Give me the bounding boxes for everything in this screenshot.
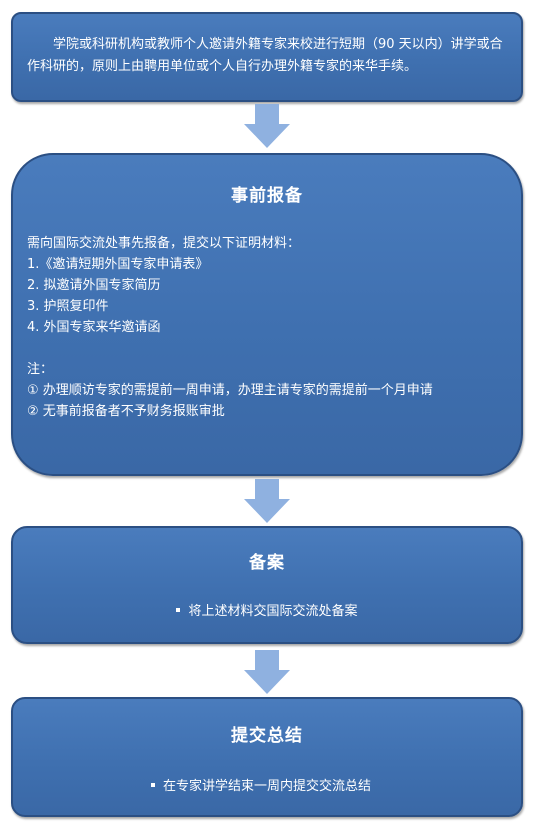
down-arrow-icon xyxy=(244,650,290,694)
filing-title: 备案 xyxy=(249,553,285,573)
prereport-title: 事前报备 xyxy=(231,186,303,206)
summary-bullet: 在专家讲学结束一周内提交交流总结 xyxy=(162,779,371,794)
filing-box: 备案 将上述材料交国际交流处备案 xyxy=(11,526,523,644)
filing-bullet: 将上述材料交国际交流处备案 xyxy=(188,604,358,619)
down-arrow-icon xyxy=(244,104,290,148)
summary-box: 提交总结 在专家讲学结束一周内提交交流总结 xyxy=(11,697,523,817)
material-item: 1.《邀请短期外国专家申请表》 xyxy=(27,257,209,272)
summary-bullet-line: 在专家讲学结束一周内提交交流总结 xyxy=(1,775,521,794)
down-arrow-icon xyxy=(244,479,290,523)
filing-bullet-line: 将上述材料交国际交流处备案 xyxy=(13,600,521,619)
intro-text: 学院或科研机构或教师个人邀请外籍专家来校进行短期（90 天以内）讲学或合作科研的… xyxy=(27,37,503,74)
material-item: 4. 外国专家来华邀请函 xyxy=(27,320,161,335)
prereport-lead: 需向国际交流处事先报备，提交以下证明材料： xyxy=(27,236,301,251)
material-item: 2. 拟邀请外国专家简历 xyxy=(27,278,161,293)
intro-box: 学院或科研机构或教师个人邀请外籍专家来校进行短期（90 天以内）讲学或合作科研的… xyxy=(11,12,523,102)
summary-title: 提交总结 xyxy=(231,726,303,746)
note-item: ② 无事前报备者不予财务报账审批 xyxy=(27,404,225,419)
spacer xyxy=(27,338,433,359)
bullet-icon xyxy=(150,782,155,787)
bullet-icon xyxy=(176,607,181,612)
material-item: 3. 护照复印件 xyxy=(27,299,109,314)
note-item: ① 办理顺访专家的需提前一周申请，办理主请专家的需提前一个月申请 xyxy=(27,383,433,398)
prereport-body: 需向国际交流处事先报备，提交以下证明材料： 1.《邀请短期外国专家申请表》 2.… xyxy=(27,233,433,422)
prereport-box: 事前报备 需向国际交流处事先报备，提交以下证明材料： 1.《邀请短期外国专家申请… xyxy=(11,153,523,476)
note-label: 注： xyxy=(27,362,54,377)
